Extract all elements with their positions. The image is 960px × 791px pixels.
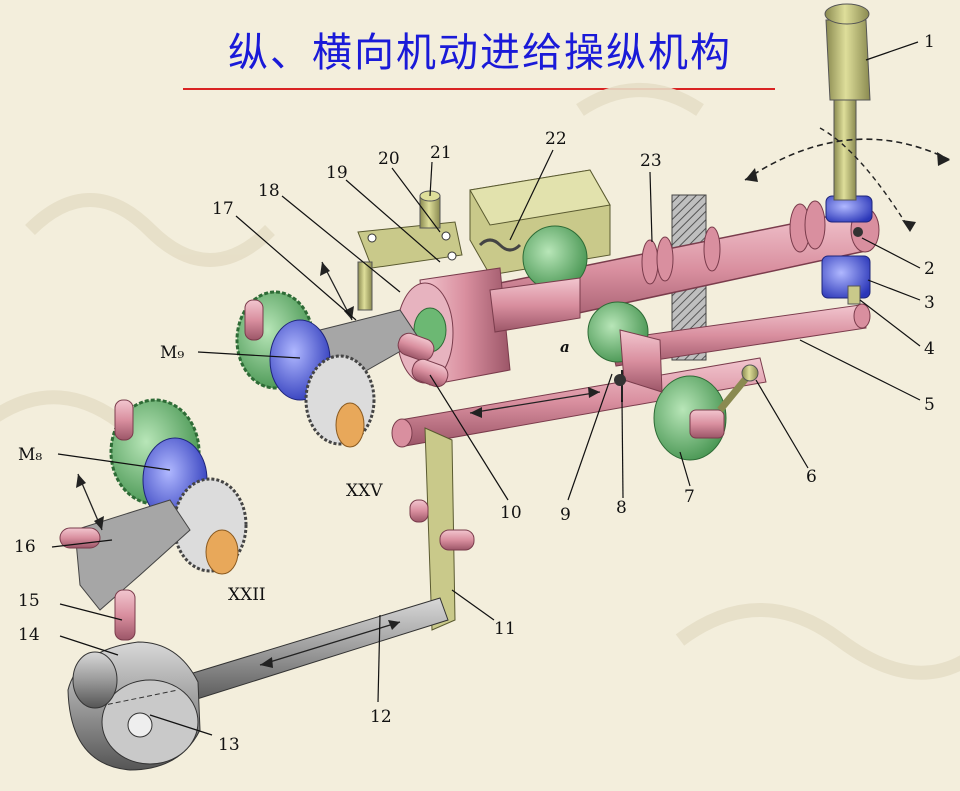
label-18: 18 xyxy=(258,181,280,201)
page-title: 纵、横向机动进给操纵机构 xyxy=(228,30,732,76)
label-shaft-xxv: XXV xyxy=(346,481,383,501)
upper-shaft xyxy=(489,200,880,331)
label-11: 11 xyxy=(494,619,516,639)
label-19: 19 xyxy=(326,163,348,183)
gearbox-22 xyxy=(469,169,611,291)
label-m9: M₉ xyxy=(160,343,184,363)
pin-4 xyxy=(847,285,861,305)
label-12: 12 xyxy=(370,707,392,727)
cam-13 xyxy=(67,641,201,771)
background-ornament xyxy=(0,83,960,680)
label-2: 2 xyxy=(924,259,935,279)
fork-20 xyxy=(357,190,463,311)
label-1: 1 xyxy=(924,32,935,52)
label-shaft-xxii: XXII xyxy=(228,585,266,605)
motion-arc-arrow xyxy=(744,138,951,181)
lever-16 xyxy=(59,499,191,641)
label-m8: M₈ xyxy=(18,445,42,465)
push-rod-12 xyxy=(169,597,449,706)
label-22: 22 xyxy=(545,129,567,149)
label-16: 16 xyxy=(14,537,36,557)
control-handle xyxy=(824,3,871,201)
gear-cluster-m8 xyxy=(109,398,248,575)
label-13: 13 xyxy=(218,735,240,755)
leader-lines xyxy=(51,41,921,736)
label-3: 3 xyxy=(924,293,935,313)
label-10: 10 xyxy=(500,503,522,523)
label-15: 15 xyxy=(18,591,40,611)
blue-block xyxy=(821,255,871,299)
label-8: 8 xyxy=(616,498,627,518)
lever-11 xyxy=(409,427,475,631)
label-23: 23 xyxy=(640,151,662,171)
label-6: 6 xyxy=(806,467,817,487)
callout-labels: 1 2 3 4 5 6 7 8 9 10 11 12 13 14 15 16 1… xyxy=(14,32,935,755)
label-9: 9 xyxy=(560,505,571,525)
label-5: 5 xyxy=(924,395,935,415)
label-17: 17 xyxy=(212,199,234,219)
label-4: 4 xyxy=(924,339,935,359)
knob-6 xyxy=(741,364,759,382)
label-21: 21 xyxy=(430,143,452,163)
pin-8 xyxy=(614,374,626,386)
label-14: 14 xyxy=(18,625,40,645)
label-point-a: a xyxy=(560,338,570,356)
title-underline xyxy=(183,88,775,90)
gear-cluster-m9 xyxy=(235,290,376,448)
label-20: 20 xyxy=(378,149,400,169)
label-7: 7 xyxy=(684,487,695,507)
